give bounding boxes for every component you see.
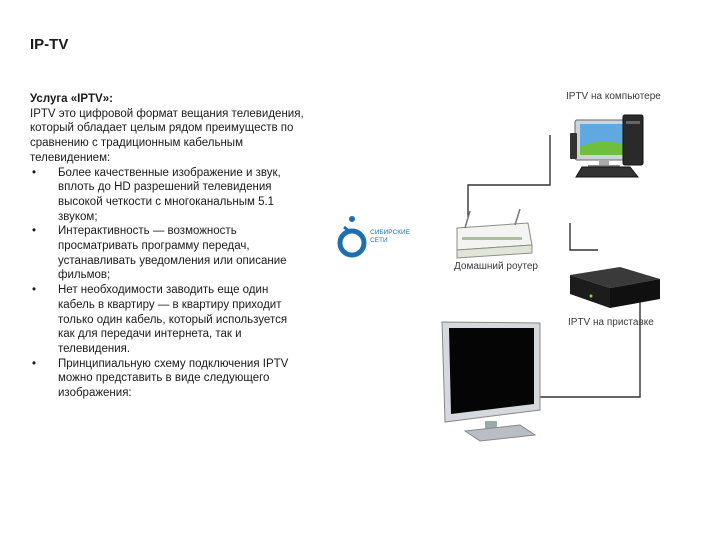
diagram-svg [337,114,660,442]
bullet-item: Более качественные изображение и звук, в… [30,166,305,225]
bullet-list: Более качественные изображение и звук, в… [30,166,305,401]
slide-subtitle: Услуга «IPTV»: [30,93,113,105]
settopbox-icon [570,267,660,308]
sibirskie-seti-logo [337,216,367,258]
iptv-connection-diagram: IPTV на компьютере СИБИРСКИЕ СЕТИ Домашн… [320,85,710,445]
bullet-item: Принципиальную схему подключения IPTV мо… [30,357,305,401]
bullet-item: Нет необходимости заводить еще один кабе… [30,283,305,357]
router-label: Домашний роутер [454,261,538,272]
text-block: Услуга «IPTV»: IPTV это цифровой формат … [30,92,305,401]
computer-icon [570,114,644,178]
tv-icon [441,321,541,442]
intro-text: IPTV это цифровой формат вещания телевид… [30,107,304,164]
slide-title: IP-TV [30,36,69,53]
bullet-item: Интерактивность — возможность просматрив… [30,224,305,283]
settopbox-label: IPTV на приставке [568,317,654,328]
logo-text: СИБИРСКИЕ СЕТИ [370,229,411,244]
line-to-settopbox [569,223,598,251]
router-icon [456,208,533,259]
computer-label: IPTV на компьютере [566,91,661,102]
line-to-tv [534,300,641,398]
line-to-computer [467,135,551,217]
